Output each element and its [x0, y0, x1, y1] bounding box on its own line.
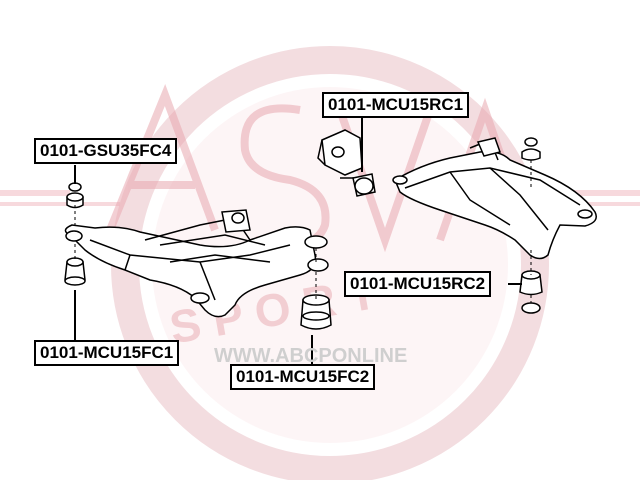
part-label-mcu15rc2: 0101-MCU15RC2	[344, 271, 492, 297]
watermark-url-text: WWW.ABCPONLINE	[214, 345, 408, 367]
part-label-mcu15fc2: 0101-MCU15FC2	[230, 364, 376, 390]
part-label-mcu15rc1: 0101-MCU15RC1	[322, 92, 470, 118]
part-label-gsu35fc4: 0101-GSU35FC4	[34, 138, 178, 164]
part-label-mcu15fc1: 0101-MCU15FC1	[34, 340, 180, 366]
